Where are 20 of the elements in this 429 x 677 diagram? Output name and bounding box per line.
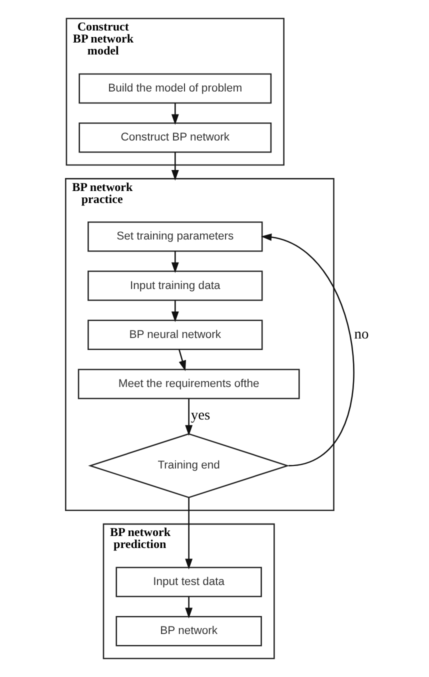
node-box: Build the model of problem <box>78 73 272 104</box>
arrow <box>184 596 192 618</box>
node-box: BP network <box>115 616 262 646</box>
arrow <box>184 498 192 570</box>
arrow <box>184 398 192 436</box>
edge-label: no <box>354 326 368 342</box>
node-box: Input training data <box>87 270 262 301</box>
arrow <box>170 251 178 274</box>
edge-label: yes <box>190 408 210 424</box>
arrow <box>170 300 178 322</box>
arrow <box>178 349 186 372</box>
node-box: Set training parameters <box>87 222 262 252</box>
node-box: BP neural network <box>87 320 262 350</box>
node-box: Construct BP network <box>78 122 272 153</box>
node-box: Input test data <box>115 566 262 598</box>
node-box: Meet the requirements ofthe <box>77 368 300 400</box>
arrow <box>170 152 178 181</box>
arrow <box>170 103 178 125</box>
node-diamond: Training end <box>88 433 290 498</box>
arrow <box>260 233 354 466</box>
